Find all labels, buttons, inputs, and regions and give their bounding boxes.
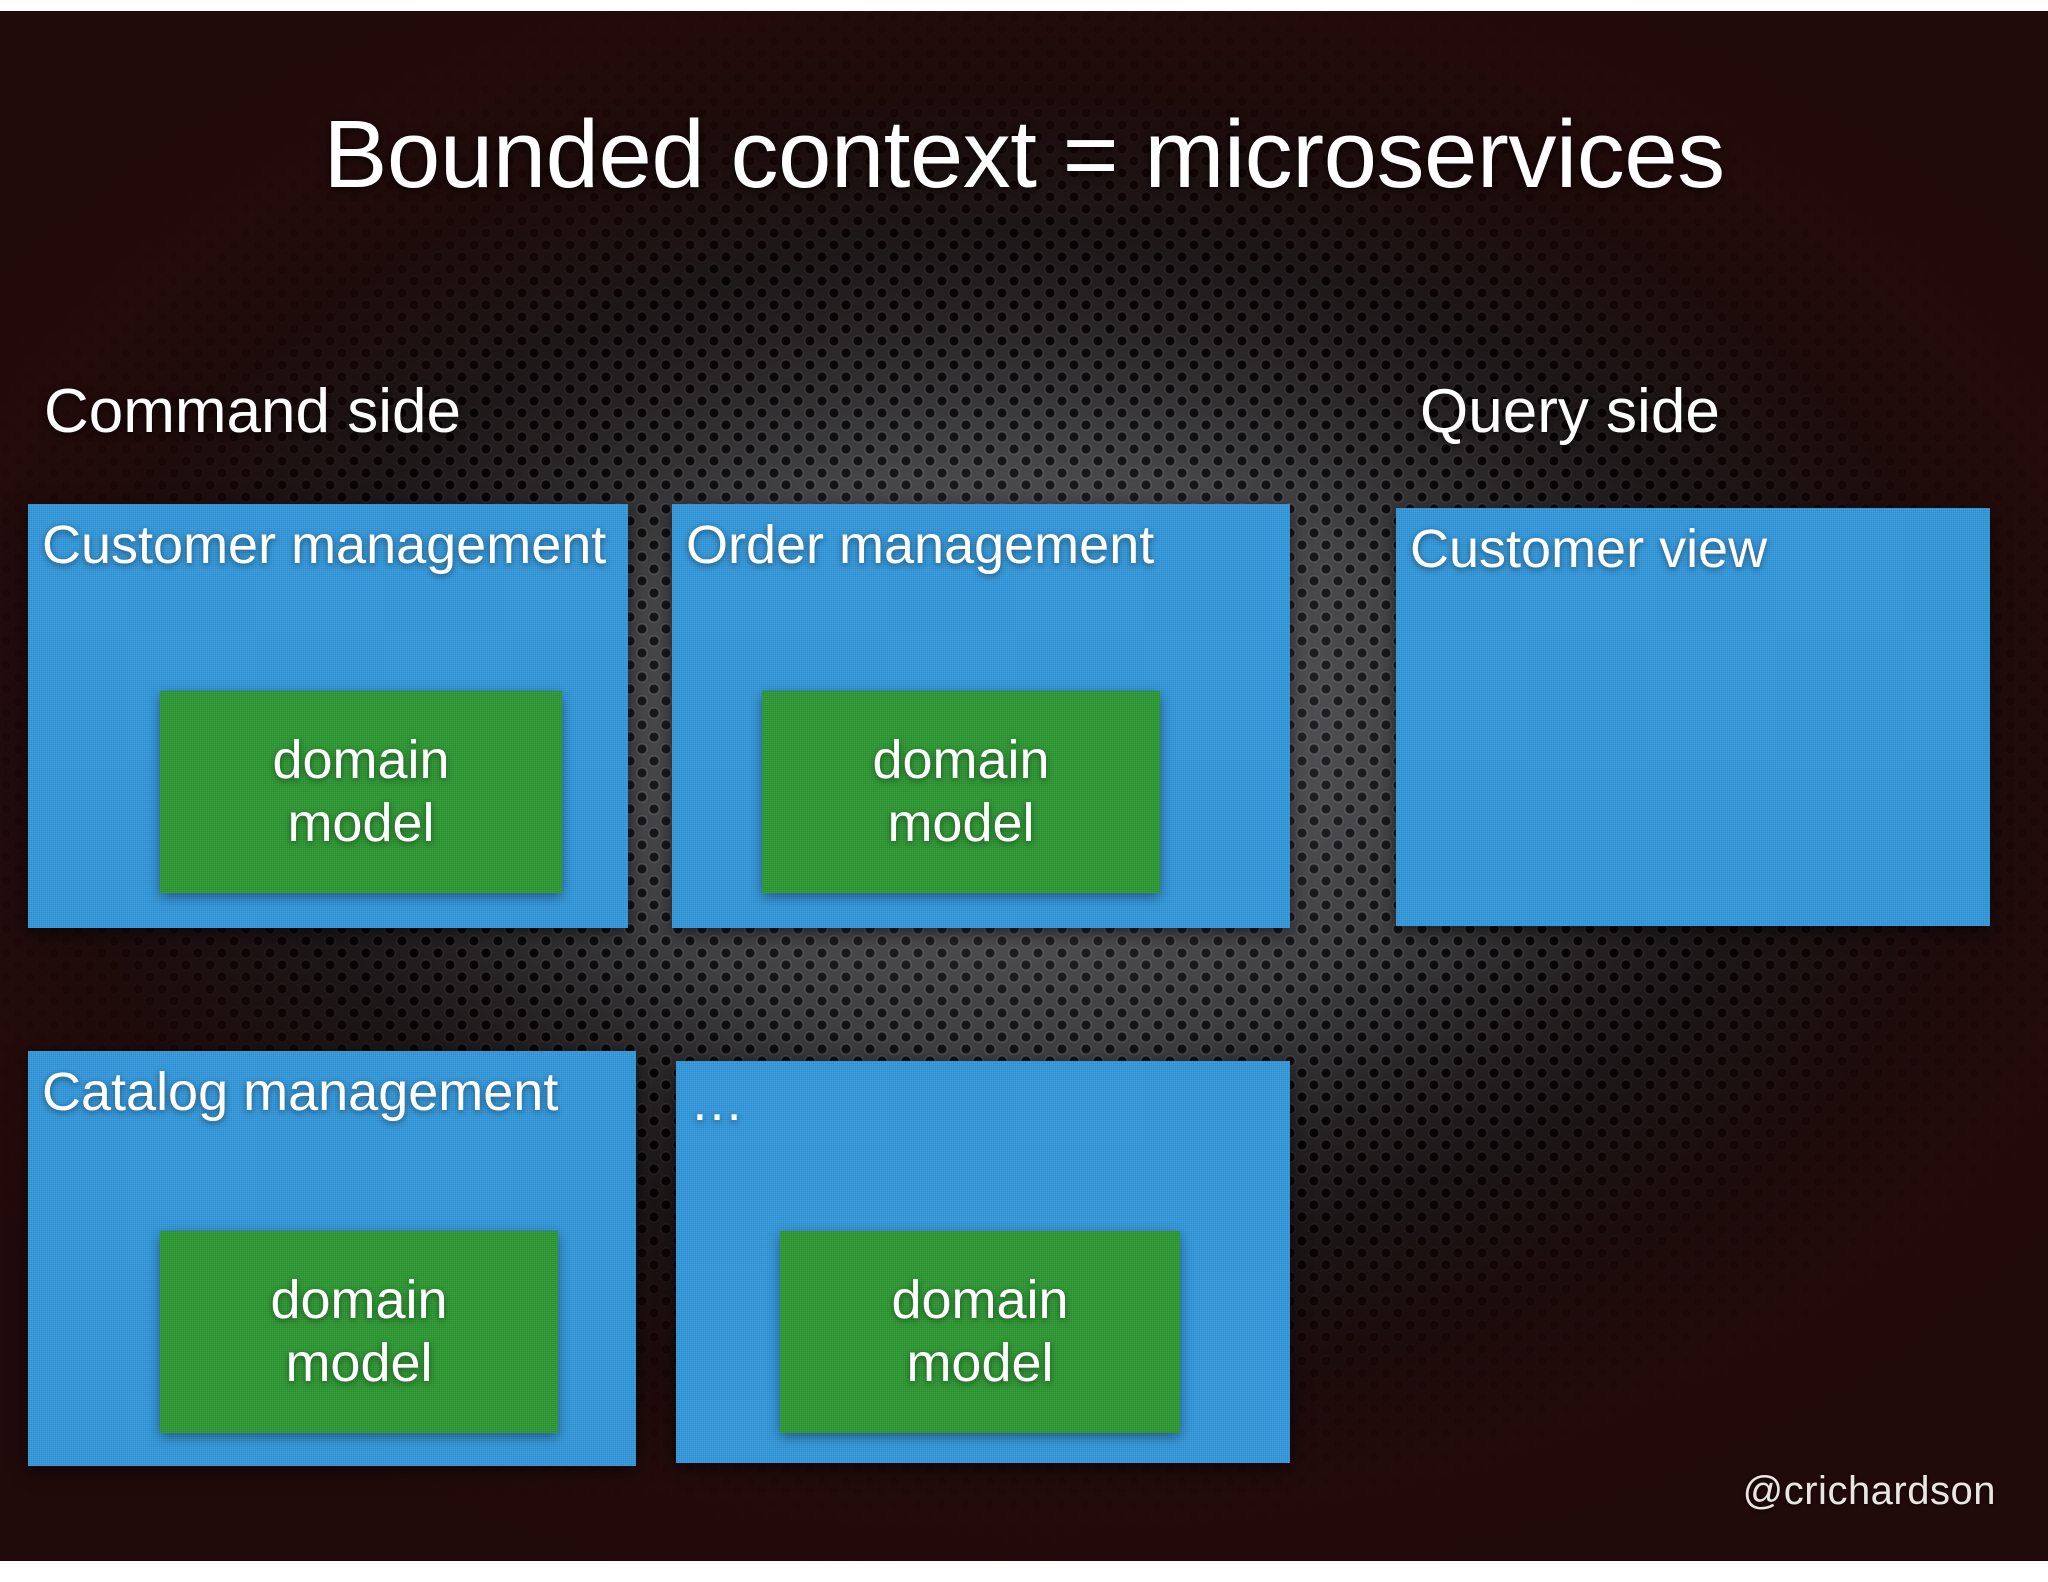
domain-model-box[interactable]: domain model <box>160 691 562 893</box>
domain-model-box[interactable]: domain model <box>160 1231 558 1433</box>
slide-title: Bounded context = microservices <box>323 101 1725 208</box>
context-box-title: … <box>690 1072 746 1132</box>
domain-model-label-line2: model <box>887 793 1035 853</box>
section-label-command-side: Command side <box>44 377 461 446</box>
domain-model-label-line1: domain <box>891 1270 1069 1331</box>
domain-model-label-line2: model <box>287 793 435 853</box>
context-box-title: Customer view <box>1410 519 1768 579</box>
domain-model-label-line2: model <box>285 1333 433 1393</box>
domain-model-label-line1: domain <box>272 730 450 791</box>
domain-model-box[interactable]: domain model <box>762 691 1160 893</box>
context-box-title: Customer management <box>42 515 607 575</box>
domain-model-label-line1: domain <box>872 730 1050 791</box>
section-label-query-side: Query side <box>1420 377 1720 446</box>
context-box-title: Order management <box>686 515 1155 575</box>
context-box-catalog-management[interactable]: Catalog management domain model <box>28 1051 636 1466</box>
author-watermark: @crichardson <box>1742 1469 1996 1513</box>
context-box-title: Catalog management <box>42 1062 559 1122</box>
context-box-order-management[interactable]: Order management domain model <box>672 504 1290 928</box>
context-box-customer-view[interactable]: Customer view <box>1396 508 1990 926</box>
slide-stage: Bounded context = microservices Command … <box>0 11 2048 1561</box>
domain-model-label-line1: domain <box>270 1270 448 1331</box>
domain-model-box[interactable]: domain model <box>780 1231 1180 1433</box>
domain-model-label-line2: model <box>906 1333 1054 1393</box>
context-box-more[interactable]: … domain model <box>676 1061 1290 1463</box>
context-box-customer-management[interactable]: Customer management domain model <box>28 504 628 928</box>
